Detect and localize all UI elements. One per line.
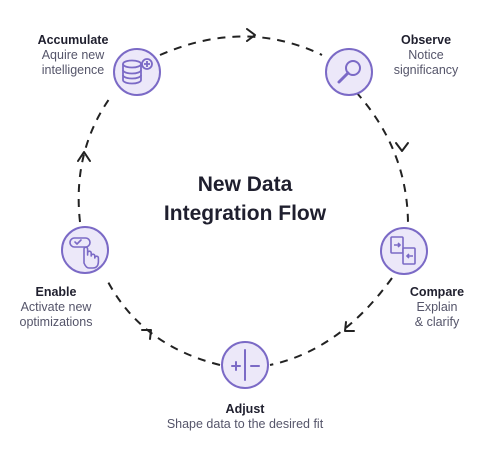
step-title-observe: Observe: [400, 33, 452, 47]
step-desc-enable-2: optimizations: [19, 315, 93, 329]
label-enable: Enable Activate new optimizations: [4, 285, 108, 330]
step-desc-compare-1: Explain: [416, 300, 458, 314]
node-observe[interactable]: [325, 48, 373, 96]
step-desc-observe-2: significancy: [393, 63, 459, 77]
label-accumulate: Accumulate Aquire new intelligence: [18, 33, 128, 78]
label-compare: Compare Explain & clarify: [392, 285, 482, 330]
step-desc-enable-1: Activate new: [20, 300, 92, 314]
step-title-adjust: Adjust: [225, 402, 265, 416]
arrowhead-right-lower: [344, 321, 355, 332]
step-title-accumulate: Accumulate: [37, 33, 109, 47]
magnifier-icon: [337, 60, 361, 84]
label-adjust: Adjust Shape data to the desired fit: [140, 402, 350, 432]
diagram-title-line2: Integration Flow: [163, 202, 327, 225]
database-plus-icon: [122, 58, 153, 85]
step-desc-accumulate-1: Aquire new: [41, 48, 105, 62]
click-hand-icon: [69, 237, 100, 269]
step-title-enable: Enable: [35, 285, 77, 299]
arrowhead-right-upper: [395, 142, 409, 152]
step-desc-compare-2: & clarify: [414, 315, 460, 329]
node-compare[interactable]: [380, 227, 428, 275]
diagram-title: New Data Integration Flow: [110, 170, 380, 228]
compare-docs-icon: [390, 236, 416, 265]
arrowhead-top: [246, 28, 256, 42]
label-observe: Observe Notice significancy: [376, 33, 476, 78]
arrowhead-left: [77, 151, 91, 162]
diagram-title-line1: New Data: [197, 173, 293, 196]
node-enable[interactable]: [61, 226, 109, 274]
plus-minus-icon: [231, 349, 260, 381]
step-desc-accumulate-2: intelligence: [41, 63, 105, 77]
step-desc-observe-1: Notice: [408, 48, 444, 62]
step-desc-adjust-1: Shape data to the desired fit: [166, 417, 324, 431]
node-accumulate[interactable]: [113, 48, 161, 96]
step-title-compare: Compare: [409, 285, 465, 299]
node-adjust[interactable]: [221, 341, 269, 389]
arrowhead-bottom-left: [141, 329, 152, 340]
arrowheads: [77, 28, 409, 340]
